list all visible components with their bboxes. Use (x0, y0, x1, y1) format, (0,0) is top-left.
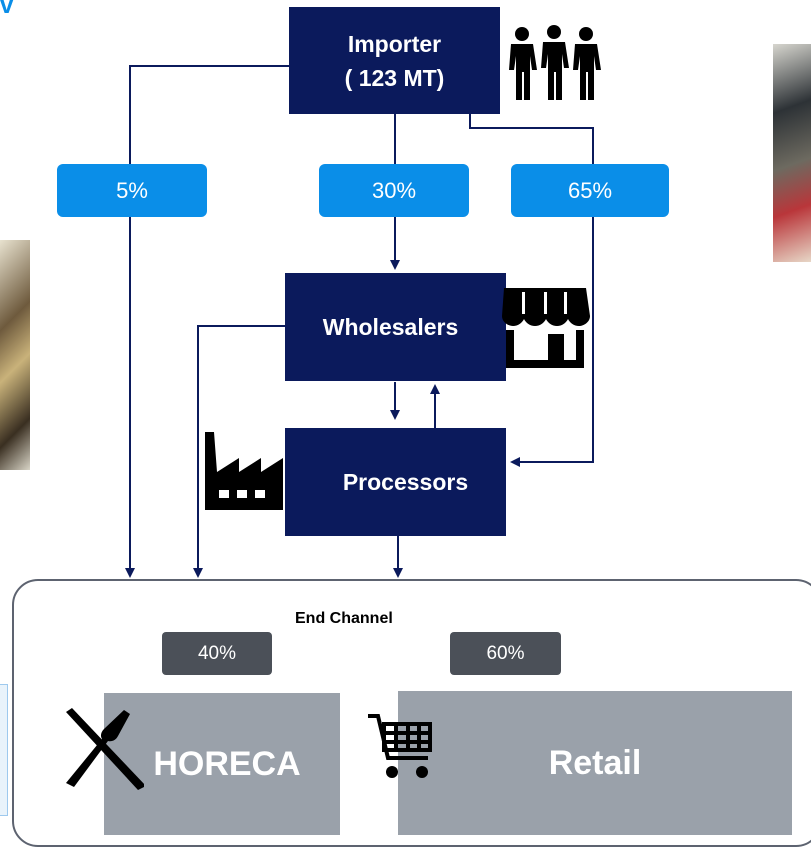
end-channel-container (12, 579, 811, 847)
retail-box: Retail (398, 691, 792, 835)
food-photo-right (773, 44, 811, 262)
horeca-box: HORECA (104, 693, 340, 835)
storefront-icon (502, 288, 590, 368)
header-mark: v (0, 0, 14, 19)
shopping-cart-icon (368, 714, 432, 778)
importer-volume: ( 123 MT) (344, 64, 445, 91)
wholesalers-box: Wholesalers (285, 273, 506, 381)
importer-title: Importer (347, 30, 442, 57)
end-channel-title: End Channel (295, 610, 393, 627)
processors-box: Processors (285, 428, 506, 536)
factory-icon (205, 432, 283, 510)
food-photo-left (0, 240, 30, 470)
fork-knife-icon (66, 708, 144, 790)
share-badge-middle: 30% (319, 164, 469, 217)
side-accent (0, 684, 8, 816)
share-badge-right: 65% (511, 164, 669, 217)
importer-box: Importer ( 123 MT) (289, 7, 500, 114)
share-badge-left: 5% (57, 164, 207, 217)
horeca-share-badge: 40% (162, 632, 272, 675)
flow-importer-to-processors-65pct (469, 114, 594, 467)
flow-importer-to-end-5pct (125, 65, 289, 578)
retail-share-badge: 60% (450, 632, 561, 675)
people-group-icon (509, 25, 601, 100)
flow-wholesalers-to-end (193, 325, 285, 578)
